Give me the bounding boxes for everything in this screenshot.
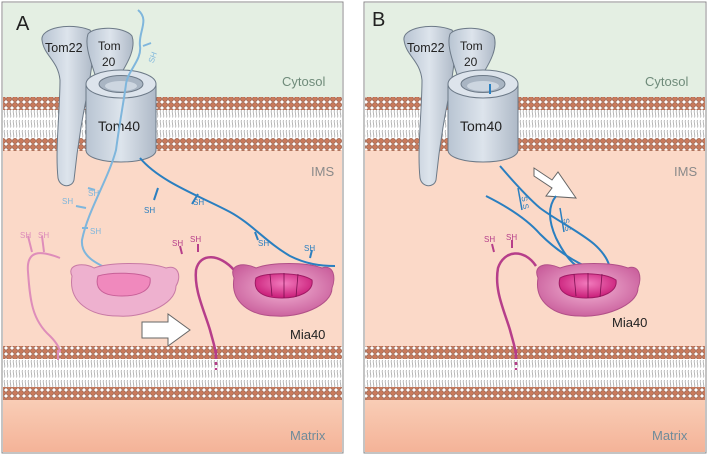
ims-region [365,150,705,346]
substrate-translocating: SH SH SH SH [62,9,159,281]
mia40: SH SH [484,233,641,359]
thiol-label: SH [190,235,201,244]
tom22 [403,25,456,187]
panel-b: B Tom22 Tom 20 Tom40 Cytosol IMS Matrix … [363,1,707,454]
panel-a: A Tom22 Tom 20 Tom40 Cytosol IMS Matrix … [1,1,344,454]
ims-label: IMS [311,164,334,179]
mia40-label: Mia40 [290,327,325,342]
inner-membrane [365,346,705,400]
tom20 [448,27,496,79]
tom20-label-line1: Tom [98,39,121,53]
thiol-label: SH [484,235,495,244]
matrix-label: Matrix [290,428,326,443]
panel-letter: A [16,13,30,35]
tom22-label: Tom22 [45,41,83,55]
ims-region [3,150,342,346]
matrix-region [365,400,705,452]
matrix-label: Matrix [652,428,688,443]
mia40-active: SH SH [172,235,335,359]
substrate-bound: SH SH SH SH [139,157,336,267]
substrate-oxidized: S S S S [485,165,611,276]
thiol-label: SH [62,197,73,206]
tom40-channel [447,69,519,163]
thiol-label: SH [147,50,159,64]
tom20-label-line1: Tom [460,39,483,53]
inner-membrane [3,346,342,400]
thiol-label: SH [144,206,155,215]
arrow-icon [141,313,191,347]
thiol-label: SH [304,244,315,253]
thiol-label: SH [20,231,31,240]
outer-membrane [365,97,705,151]
tom20-label-line2: 20 [102,55,116,69]
thiol-label: SH [193,198,204,207]
tom20-label-line2: 20 [464,55,478,69]
arrow-icon [533,167,578,199]
disulfide-label: S S [519,196,530,210]
thiol-label: SH [88,189,99,198]
ims-label: IMS [674,164,697,179]
thiol-label: SH [38,231,49,240]
tom40-label: Tom40 [460,118,502,134]
tom20 [86,27,134,79]
matrix-region [3,400,342,452]
mia40-idle: SH SH [20,231,180,353]
disulfide-label: S S [561,218,572,232]
tom22 [41,25,94,187]
mia40-label: Mia40 [612,315,647,330]
thiol-label: SH [258,239,269,248]
panel-letter: B [372,9,385,31]
thiol-label: SH [172,239,183,248]
cytosol-label: Cytosol [282,74,325,89]
outer-membrane [3,97,342,151]
cytosol-label: Cytosol [645,74,688,89]
thiol-label: SH [90,227,101,236]
thiol-label: SH [506,233,517,242]
tom40-channel [85,69,157,163]
tom22-label: Tom22 [407,41,445,55]
